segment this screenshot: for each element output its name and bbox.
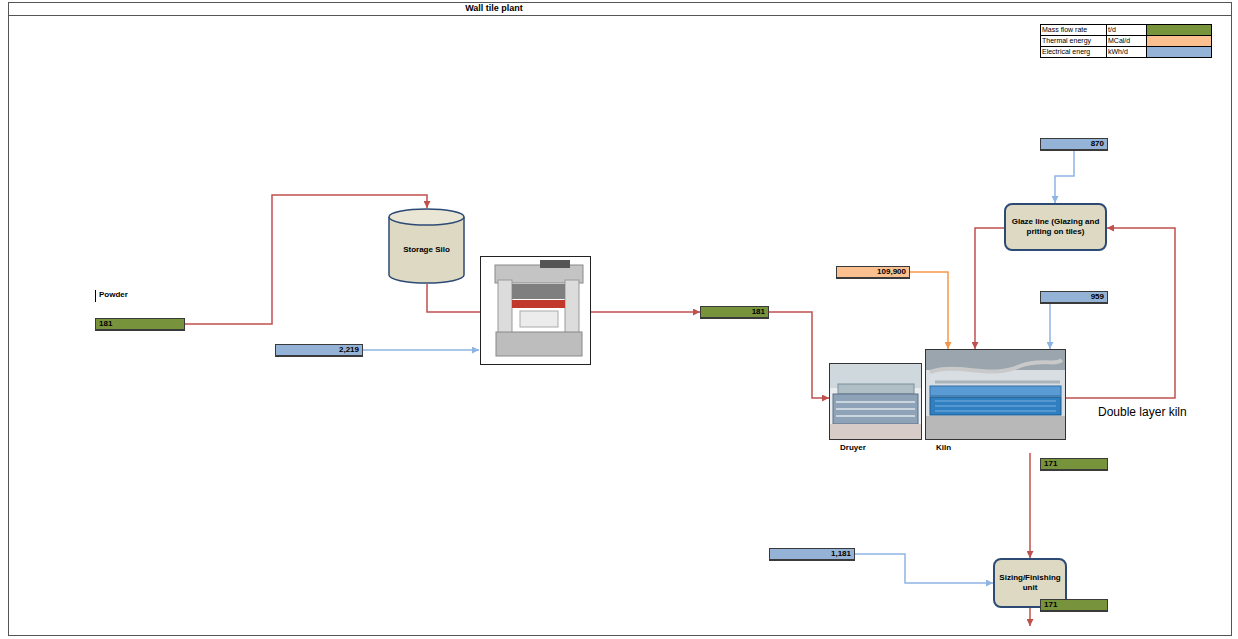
frame-border bbox=[9, 3, 1232, 636]
kiln-rollers bbox=[935, 401, 1056, 411]
unit-label: MCal/d bbox=[1108, 37, 1130, 44]
legend-row: Thermal energyMCal/d bbox=[1041, 36, 1212, 47]
kiln-lower-layer bbox=[930, 397, 1061, 415]
picture-frame bbox=[926, 350, 1066, 440]
dryer-illustration bbox=[830, 364, 922, 440]
diagram-title: Wall tile plant bbox=[8, 3, 980, 14]
flow-connector bbox=[427, 284, 700, 312]
flow-value: 1,181 bbox=[773, 549, 851, 559]
dryer-cover bbox=[838, 384, 914, 394]
kiln-floor bbox=[926, 416, 1065, 439]
flow-connector bbox=[769, 312, 829, 398]
picture-area bbox=[829, 363, 922, 440]
press-ram bbox=[512, 284, 565, 299]
flow-value: 870 bbox=[1044, 139, 1104, 149]
value-box: 109,900 bbox=[836, 266, 910, 279]
flow-value: 171 bbox=[1044, 600, 1104, 610]
dryer-rollers bbox=[836, 402, 915, 416]
flow-value: 959 bbox=[1044, 292, 1104, 302]
kiln-pipe bbox=[935, 381, 1060, 384]
label-bar bbox=[95, 290, 96, 302]
legend-row: Electrical energkWh/d bbox=[1041, 47, 1212, 58]
flow-value: 181 bbox=[704, 307, 765, 317]
flow-connector bbox=[910, 272, 948, 349]
unit-label: t/d bbox=[1108, 26, 1116, 33]
value-box: 870 bbox=[1040, 138, 1108, 151]
output-arrow bbox=[1029, 608, 1031, 626]
press-panel bbox=[520, 311, 558, 327]
flow-value: 181 bbox=[99, 319, 181, 329]
press-column bbox=[498, 280, 512, 335]
press-column bbox=[565, 280, 579, 335]
page-frame bbox=[8, 3, 1232, 636]
title-rule bbox=[8, 15, 1232, 16]
dryer-body bbox=[833, 394, 918, 424]
input-label: Powder bbox=[99, 290, 128, 300]
press-base bbox=[496, 332, 582, 356]
legend-swatch bbox=[1147, 47, 1212, 58]
value-box: 1,181 bbox=[769, 548, 855, 561]
flow-connector bbox=[975, 228, 1004, 349]
value-box: 171 bbox=[1040, 599, 1108, 612]
flow-connector bbox=[1066, 228, 1175, 398]
unit-label: kWh/d bbox=[1108, 48, 1128, 55]
picture-frame bbox=[830, 364, 922, 440]
flow-connector bbox=[1055, 151, 1074, 203]
picture-caption: Druyer bbox=[829, 440, 922, 453]
legend-unit-cell: kWh/d bbox=[1107, 47, 1147, 58]
legend-swatch bbox=[1147, 25, 1212, 36]
kiln-illustration bbox=[926, 350, 1066, 440]
flow-connector bbox=[855, 554, 993, 583]
equipment-label: Double layer kiln bbox=[1098, 405, 1187, 420]
legend-row: Mass flow ratet/d bbox=[1041, 25, 1212, 36]
legend-table: Mass flow ratet/dThermal energyMCal/dEle… bbox=[1040, 24, 1212, 58]
picture-frame bbox=[481, 257, 591, 365]
equipment-picture: Druyer bbox=[829, 363, 922, 453]
press-motor bbox=[540, 260, 570, 268]
legend-unit-cell: t/d bbox=[1107, 25, 1147, 36]
value-box: 171 bbox=[1040, 458, 1108, 471]
press-illustration bbox=[481, 257, 591, 365]
flow-value: 109,900 bbox=[840, 267, 906, 277]
flow-connector bbox=[1029, 453, 1031, 558]
dryer-floor bbox=[830, 424, 921, 439]
value-box: 181 bbox=[95, 318, 185, 331]
value-box: 2,219 bbox=[275, 344, 363, 357]
node-text: Sizing/Finishing unit bbox=[999, 573, 1060, 593]
legend-text: Thermal energy bbox=[1041, 36, 1107, 47]
picture-caption: Kiln bbox=[925, 440, 1066, 453]
silo-shape: Storage Silo bbox=[388, 208, 465, 284]
value-box: 181 bbox=[700, 306, 769, 319]
process-box: Glaze line (Glazing and priting on tiles… bbox=[1004, 203, 1107, 251]
legend-unit-cell: MCal/d bbox=[1107, 36, 1147, 47]
legend-text: Electrical energ bbox=[1041, 47, 1107, 58]
flow-value: 2,219 bbox=[279, 345, 359, 355]
kiln-pipe bbox=[930, 360, 1062, 372]
press-die bbox=[512, 300, 565, 308]
equipment-picture: Kiln bbox=[925, 349, 1066, 453]
silo-top bbox=[389, 209, 464, 225]
kiln-upper-layer bbox=[930, 386, 1061, 396]
flow-connector bbox=[1049, 304, 1051, 349]
value-box: 959 bbox=[1040, 291, 1108, 304]
silo-body bbox=[389, 217, 464, 283]
flow-value: 171 bbox=[1044, 459, 1104, 469]
legend-swatch bbox=[1147, 36, 1212, 47]
node-text: Glaze line (Glazing and priting on tiles… bbox=[1011, 217, 1100, 237]
node-text: Storage Silo bbox=[403, 245, 450, 255]
power-arrow bbox=[363, 349, 479, 351]
legend-text: Mass flow rate bbox=[1041, 25, 1107, 36]
picture-area bbox=[925, 349, 1066, 440]
